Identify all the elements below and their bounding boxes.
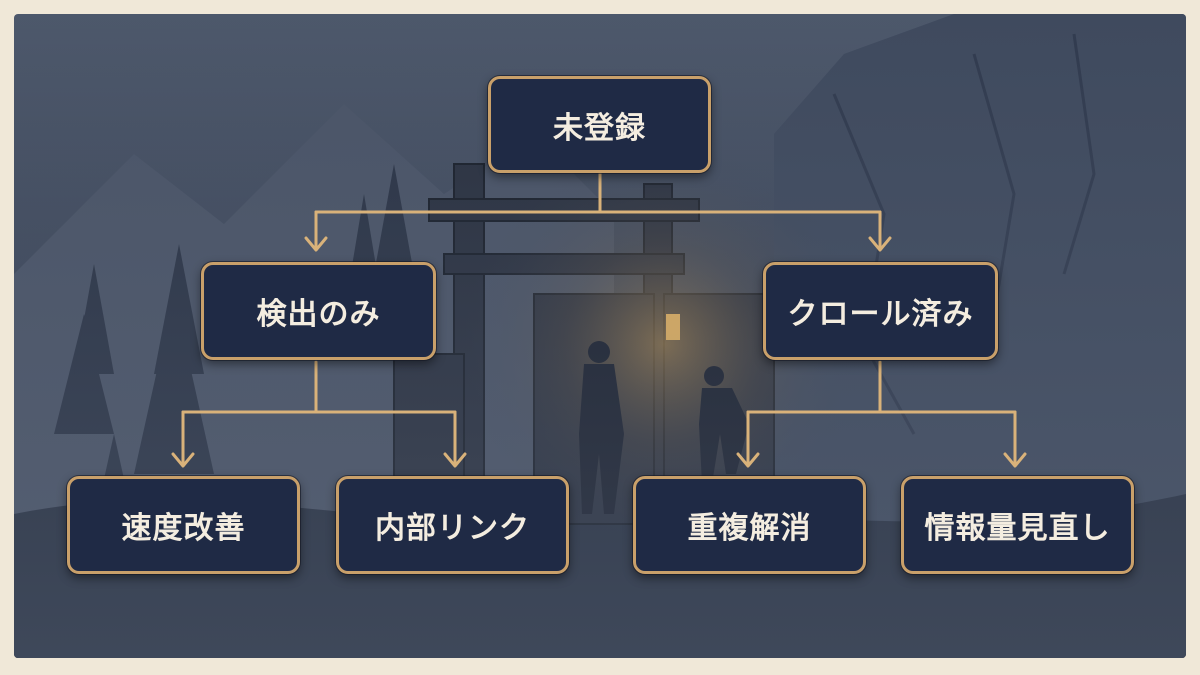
node-naibu-link-label: 内部リンク bbox=[375, 511, 530, 546]
arrow-to-naibu bbox=[443, 410, 467, 468]
node-sokudo-kaizen-label: 速度改善 bbox=[121, 511, 246, 546]
node-chofuku-kaisho-label: 重複解消 bbox=[687, 511, 812, 546]
node-kenshutsu-nomi-label: 検出のみ bbox=[256, 297, 381, 332]
node-naibu-link: 内部リンク bbox=[336, 476, 569, 574]
connector-kenshutsu bbox=[181, 360, 457, 414]
node-crawl-zumi: クロール済み bbox=[763, 262, 998, 360]
node-johoryo-minaoshi-label: 情報量見直し bbox=[924, 511, 1111, 546]
arrow-to-joho bbox=[1003, 410, 1027, 468]
arrow-to-crawl bbox=[868, 210, 892, 252]
arrow-to-chofuku bbox=[736, 410, 760, 468]
connector-root bbox=[314, 168, 882, 214]
node-root-label: 未登録 bbox=[553, 110, 646, 146]
connector-crawl bbox=[746, 360, 1017, 414]
node-root: 未登録 bbox=[488, 76, 711, 173]
node-kenshutsu-nomi: 検出のみ bbox=[201, 262, 436, 360]
node-sokudo-kaizen: 速度改善 bbox=[67, 476, 300, 574]
node-johoryo-minaoshi: 情報量見直し bbox=[901, 476, 1134, 574]
arrow-to-sokudo bbox=[171, 410, 195, 468]
node-crawl-zumi-label: クロール済み bbox=[787, 297, 974, 332]
node-chofuku-kaisho: 重複解消 bbox=[633, 476, 866, 574]
arrow-to-kenshutsu bbox=[304, 210, 328, 252]
